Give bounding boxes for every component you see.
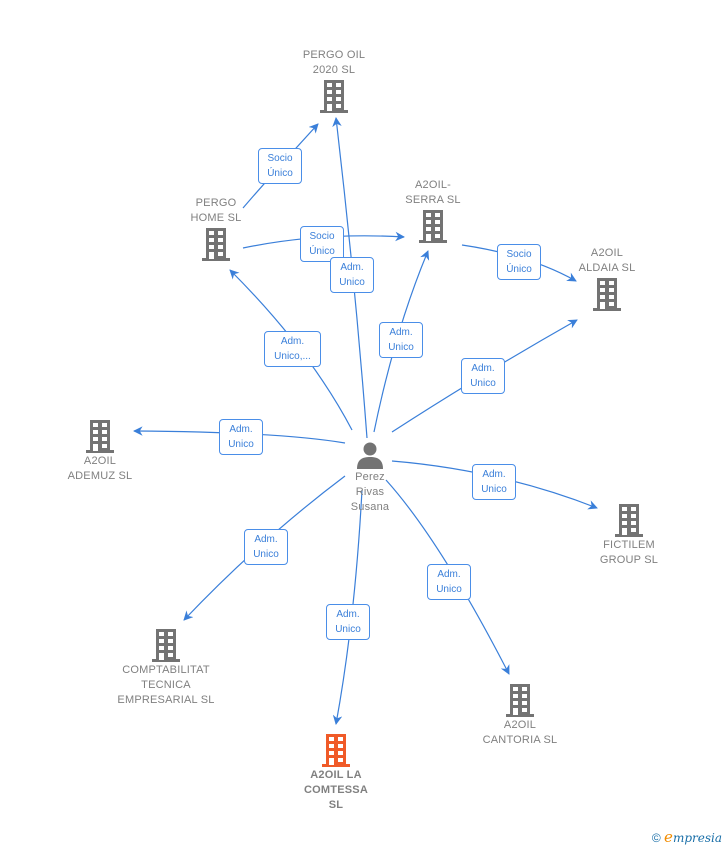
relation-label[interactable]: Adm. Unico,... bbox=[264, 331, 321, 367]
company-name: FICTILEM GROUP SL bbox=[599, 539, 659, 566]
company-name: A2OIL LA COMTESSA SL bbox=[304, 769, 368, 811]
relation-label[interactable]: Adm. Unico bbox=[427, 564, 471, 600]
company-name: COMPTABILITAT TECNICA EMPRESARIAL SL bbox=[117, 664, 215, 706]
relation-label[interactable]: Socio Único bbox=[258, 148, 302, 184]
relation-label[interactable]: Adm. Unico bbox=[461, 358, 505, 394]
relation-label[interactable]: Socio Único bbox=[497, 244, 541, 280]
company-name: A2OIL ADEMUZ SL bbox=[67, 455, 133, 482]
relation-edge bbox=[385, 479, 510, 675]
person-icon bbox=[357, 442, 383, 469]
relation-label[interactable]: Adm. Unico bbox=[472, 464, 516, 500]
company-node-fictilem-group[interactable]: FICTILEM GROUP SL bbox=[580, 502, 678, 568]
building-icon bbox=[86, 420, 114, 453]
relation-label[interactable]: Adm. Unico bbox=[330, 257, 374, 293]
brand-logo[interactable]: empresia bbox=[664, 828, 722, 846]
company-node-a2oil-la-comtessa[interactable]: A2OIL LA COMTESSA SL bbox=[286, 732, 386, 813]
copyright-footer: © empresia bbox=[652, 828, 722, 846]
company-node-a2oil-ademuz[interactable]: A2OIL ADEMUZ SL bbox=[52, 418, 148, 484]
relation-label[interactable]: Adm. Unico bbox=[219, 419, 263, 455]
company-node-a2oil-serra[interactable]: A2OIL- SERRA SL bbox=[384, 178, 482, 244]
building-icon-highlighted bbox=[322, 734, 350, 767]
company-node-comptabilitat[interactable]: COMPTABILITAT TECNICA EMPRESARIAL SL bbox=[106, 627, 226, 708]
brand-initial: e bbox=[664, 828, 673, 846]
copyright-symbol: © bbox=[651, 831, 661, 845]
building-icon bbox=[202, 228, 230, 261]
building-icon bbox=[593, 278, 621, 311]
relation-label[interactable]: Socio Único bbox=[300, 226, 344, 262]
building-icon bbox=[506, 684, 534, 717]
relation-label[interactable]: Adm. Unico bbox=[379, 322, 423, 358]
company-name: PERGO HOME SL bbox=[190, 197, 242, 224]
company-name: PERGO OIL 2020 SL bbox=[302, 49, 366, 76]
company-name: A2OIL CANTORIA SL bbox=[482, 719, 558, 746]
company-node-pergo-home[interactable]: PERGO HOME SL bbox=[168, 196, 264, 262]
company-node-a2oil-aldaia[interactable]: A2OIL ALDAIA SL bbox=[558, 246, 656, 312]
building-icon bbox=[320, 80, 348, 113]
person-name: Perez Rivas Susana bbox=[350, 471, 390, 513]
company-node-pergo-oil-2020[interactable]: PERGO OIL 2020 SL bbox=[284, 48, 384, 114]
person-node[interactable]: Perez Rivas Susana bbox=[334, 440, 406, 515]
building-icon bbox=[615, 504, 643, 537]
company-name: A2OIL ALDAIA SL bbox=[578, 247, 636, 274]
brand-rest: mpresia bbox=[672, 831, 722, 845]
building-icon bbox=[419, 210, 447, 243]
relation-label[interactable]: Adm. Unico bbox=[326, 604, 370, 640]
relation-label[interactable]: Adm. Unico bbox=[244, 529, 288, 565]
company-name: A2OIL- SERRA SL bbox=[405, 179, 461, 206]
building-icon bbox=[152, 629, 180, 662]
company-node-a2oil-cantoria[interactable]: A2OIL CANTORIA SL bbox=[470, 682, 570, 748]
